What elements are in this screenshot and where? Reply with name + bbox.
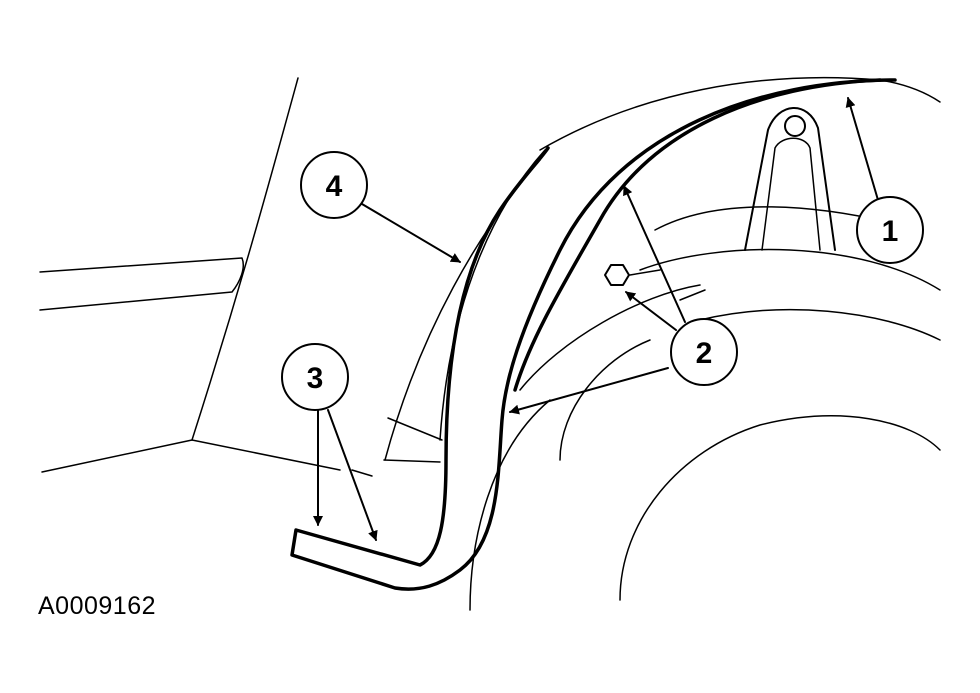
- bracket-line-1: [387, 417, 443, 441]
- callout-3-number: 3: [307, 362, 324, 395]
- liner-arc-2: [639, 248, 941, 291]
- liner-arc-4: [699, 308, 941, 341]
- tire-outer-arc: [619, 415, 941, 601]
- door-edge-line: [191, 77, 299, 441]
- leader-arrows: [313, 97, 879, 541]
- callout-1-circle: [856, 196, 924, 264]
- callout-2-circle: [670, 318, 738, 386]
- bracket-line-2: [383, 459, 441, 463]
- callout-2-arrow-nut: [625, 291, 677, 331]
- callout-4-arrow: [361, 203, 461, 263]
- callout-2-number: 2: [696, 337, 713, 370]
- fender-inner-line: [439, 149, 546, 441]
- fender-edge-line: [384, 159, 541, 461]
- molding-outline: [290, 78, 897, 591]
- callout-2: 2: [670, 318, 738, 386]
- figure-id-label: A0009162: [38, 592, 157, 620]
- liner-arc-5: [559, 339, 651, 461]
- side-trim-molding: [39, 257, 244, 311]
- molding-inner-edge: [513, 78, 882, 392]
- callout-1-arrow: [845, 97, 879, 201]
- callout-2-arrow-lower: [509, 367, 669, 415]
- liner-dash-1: [629, 269, 661, 276]
- fender-outer-line: [539, 76, 941, 151]
- callout-3: 3: [281, 343, 349, 411]
- strut-mount-outline: [744, 107, 836, 251]
- rocker-dash: [351, 469, 373, 477]
- callout-3-circle: [281, 343, 349, 411]
- callout-4: 4: [300, 151, 368, 219]
- liner-arc-3: [519, 284, 701, 391]
- wheelhouse-structure: [383, 76, 941, 611]
- strut-mount: [744, 107, 836, 251]
- liner-dash-2: [679, 289, 706, 301]
- hex-nut-icon: [604, 264, 630, 286]
- callout-1-number: 1: [882, 215, 899, 248]
- callout-4-circle: [300, 151, 368, 219]
- wheel-opening-molding: [290, 78, 897, 591]
- strut-mount-hole: [784, 115, 806, 137]
- tire-side-arc: [469, 399, 551, 611]
- callout-4-number: 4: [326, 170, 343, 203]
- rocker-line: [41, 439, 341, 473]
- vehicle-body-lines: [39, 77, 373, 477]
- callout-2-arrow-molding: [623, 185, 686, 323]
- callout-1: 1: [856, 196, 924, 264]
- strut-mount-inner: [761, 137, 821, 251]
- callout-3-arrow-right: [327, 409, 378, 541]
